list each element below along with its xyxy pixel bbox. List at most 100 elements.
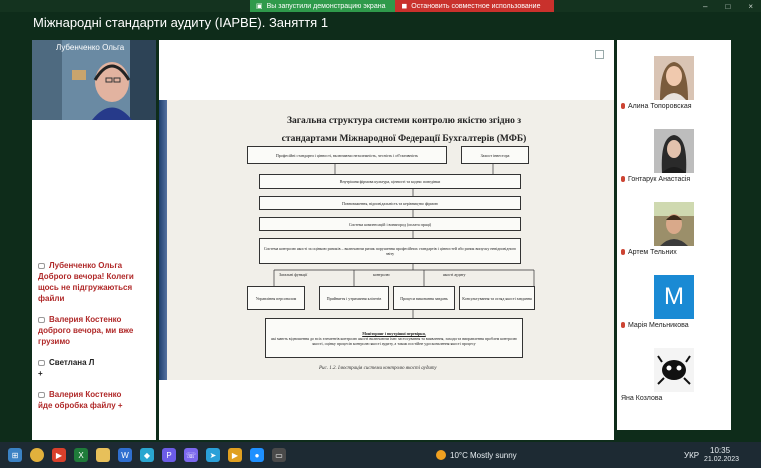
participant-tile[interactable]: Гонтарук Анастасія	[617, 123, 731, 188]
slide-title-line1: Загальна структура системи контролю якіс…	[286, 116, 522, 126]
screen-share-icon: ▣	[256, 3, 263, 10]
chat-message: Валерия Костенко доброго вечора, ми вже …	[38, 314, 150, 347]
share-status: ▣ Вы запустили демонстрацию экрана	[250, 0, 396, 12]
self-video[interactable]: Лубенченко Ольга	[32, 40, 156, 120]
minimize-button[interactable]: –	[703, 1, 708, 11]
diagram-box-clients: Прийняття і утримання клієнтів	[319, 286, 389, 310]
diagram-box-compensation: Система компенсацій і винагород (оплата …	[259, 217, 521, 231]
meeting-title: Міжнародні стандарти аудиту (ІАРВЕ). Зан…	[33, 15, 329, 30]
mic-muted-icon	[621, 322, 625, 329]
chat-message: Валерия Костенко йде обробка файлу +	[38, 389, 150, 411]
title-bar: Міжнародні стандарти аудиту (ІАРВЕ). Зан…	[0, 12, 761, 36]
monitoring-title: Моніторинг і внутрішні перевірки,	[362, 330, 426, 336]
diagram-box-hr: Управління персоналом	[247, 286, 305, 310]
chat-author: Лубенченко Ольга	[49, 261, 123, 270]
close-button[interactable]: ×	[748, 1, 753, 11]
start-icon[interactable]: ⊞	[8, 448, 22, 462]
media-icon[interactable]: ▶	[52, 448, 66, 462]
message-icon	[38, 359, 45, 366]
participant-avatar: M	[654, 275, 694, 319]
message-icon	[38, 391, 45, 398]
clock-date[interactable]: 21.02.2023	[704, 456, 740, 463]
participant-name: Алина Топоровская	[621, 103, 692, 110]
video-app-icon[interactable]: ▶	[228, 448, 242, 462]
diagram-label-general: Загальні функції	[279, 272, 308, 277]
participant-name: Гонтарук Анастасія	[621, 176, 690, 183]
weather-sun-icon	[436, 450, 446, 460]
participant-name: Яна Козлова	[621, 395, 663, 402]
diagram-box-engagement: Процеси виконання завдань	[393, 286, 455, 310]
message-icon	[38, 262, 45, 269]
mic-muted-icon	[621, 176, 625, 183]
participant-tile[interactable]: Алина Топоровская	[617, 50, 731, 115]
self-video-image	[32, 40, 156, 120]
participant-photo	[654, 129, 694, 173]
slide-title-line2: стандартами Міжнародної Федерації Бухгал…	[281, 134, 527, 144]
excel-icon[interactable]: X	[74, 448, 88, 462]
expand-icon[interactable]	[595, 50, 604, 59]
slide-stripe	[159, 100, 167, 380]
stop-sharing-button[interactable]: ◼ Остановить совместное использование	[395, 0, 555, 12]
diagram-box-risk: Система контролю якості за оцінкою ризик…	[259, 238, 521, 264]
participant-tile[interactable]: Яна Козлова	[617, 342, 731, 407]
telegram-icon[interactable]: ➤	[206, 448, 220, 462]
share-status-text: Вы запустили демонстрацию экрана	[266, 2, 386, 10]
chat-text: +	[38, 369, 43, 378]
diagram-box-culture: Внутрішня фірмова культура, цінності та …	[259, 174, 521, 189]
chat-messages: Лубенченко Ольга Доброго вечора! Колеги …	[32, 260, 156, 421]
input-language[interactable]: УКР	[684, 451, 700, 460]
diagram-label-control: контролю	[373, 272, 390, 277]
participant-name: Артем Тельних	[621, 249, 677, 256]
chat-author: Светлана Л	[49, 358, 95, 367]
participant-photo	[654, 56, 694, 100]
diagram-box-consult: Консультування та огляд якості завдання	[459, 286, 535, 310]
top-strip: ▣ Вы запустили демонстрацию экрана ◼ Ост…	[0, 0, 761, 12]
participants-panel: Алина Топоровская Гонтарук Анастасія Арт…	[617, 40, 731, 430]
weather-desc[interactable]: Mostly sunny	[470, 451, 517, 460]
window-icon[interactable]: ▭	[272, 448, 286, 462]
chat-author: Валерия Костенко	[49, 315, 122, 324]
mic-muted-icon	[621, 103, 625, 110]
diagram-box-ethics: Професійні стандарти і цінності, включаю…	[247, 146, 447, 164]
shared-screen: Загальна структура системи контролю якіс…	[159, 40, 614, 440]
window-controls: – □ ×	[703, 0, 753, 12]
screen-share-bar: ▣ Вы запустили демонстрацию экрана ◼ Ост…	[250, 0, 555, 12]
stop-sharing-label: Остановить совместное использование	[411, 2, 541, 10]
slide-title: Загальна структура системи контролю якіс…	[219, 112, 589, 148]
folder-icon[interactable]	[96, 448, 110, 462]
word-icon[interactable]: W	[118, 448, 132, 462]
mic-muted-icon	[621, 249, 625, 256]
chat-message: Светлана Л +	[38, 357, 150, 379]
participant-tile[interactable]: Артем Тельних	[617, 196, 731, 261]
participant-name: Марія Мельникова	[621, 322, 689, 329]
diagram-box-investor: Захист інвестора	[461, 146, 529, 164]
chat-text: Доброго вечора! Колеги щось не підгружаю…	[38, 272, 134, 303]
participant-tile[interactable]: M Марія Мельникова	[617, 269, 731, 334]
p-app-icon[interactable]: P	[162, 448, 176, 462]
maximize-button[interactable]: □	[725, 1, 731, 11]
meeting-main: Лубенченко Ольга Лубенченко Ольга Доброг…	[0, 36, 761, 442]
diagram-connectors	[273, 164, 535, 318]
participant-photo	[654, 202, 694, 246]
stop-icon: ◼	[401, 3, 408, 10]
zoom-icon[interactable]: ●	[250, 448, 264, 462]
chat-panel: Лубенченко Ольга Лубенченко Ольга Доброг…	[32, 40, 156, 440]
chat-message: Лубенченко Ольга Доброго вечора! Колеги …	[38, 260, 150, 304]
chrome-icon[interactable]	[30, 448, 44, 462]
avatar-initial: M	[654, 275, 694, 319]
diagram-label-quality: якості аудиту	[443, 272, 466, 277]
chat-author: Валерия Костенко	[49, 390, 122, 399]
monitoring-text: які мають відношення до всіх елементів к…	[271, 335, 517, 346]
weather-temp[interactable]: 10°C	[450, 451, 468, 460]
viber-icon[interactable]: ☏	[184, 448, 198, 462]
chat-text: йде обробка файлу +	[38, 401, 123, 410]
app-icon[interactable]: ◆	[140, 448, 154, 462]
diagram-box-monitoring: Моніторинг і внутрішні перевірки, які ма…	[265, 318, 523, 358]
presentation-slide: Загальна структура системи контролю якіс…	[159, 100, 614, 380]
clock-time[interactable]: 10:35	[710, 446, 731, 455]
self-video-name: Лубенченко Ольга	[56, 43, 125, 52]
participant-photo	[654, 348, 694, 392]
chat-text: доброго вечора, ми вже грузимо	[38, 326, 134, 346]
taskbar: ⊞ ▶ X W ◆ P ☏ ➤ ▶ ● ▭ 10°C Mostly sunny …	[0, 442, 761, 468]
message-icon	[38, 316, 45, 323]
